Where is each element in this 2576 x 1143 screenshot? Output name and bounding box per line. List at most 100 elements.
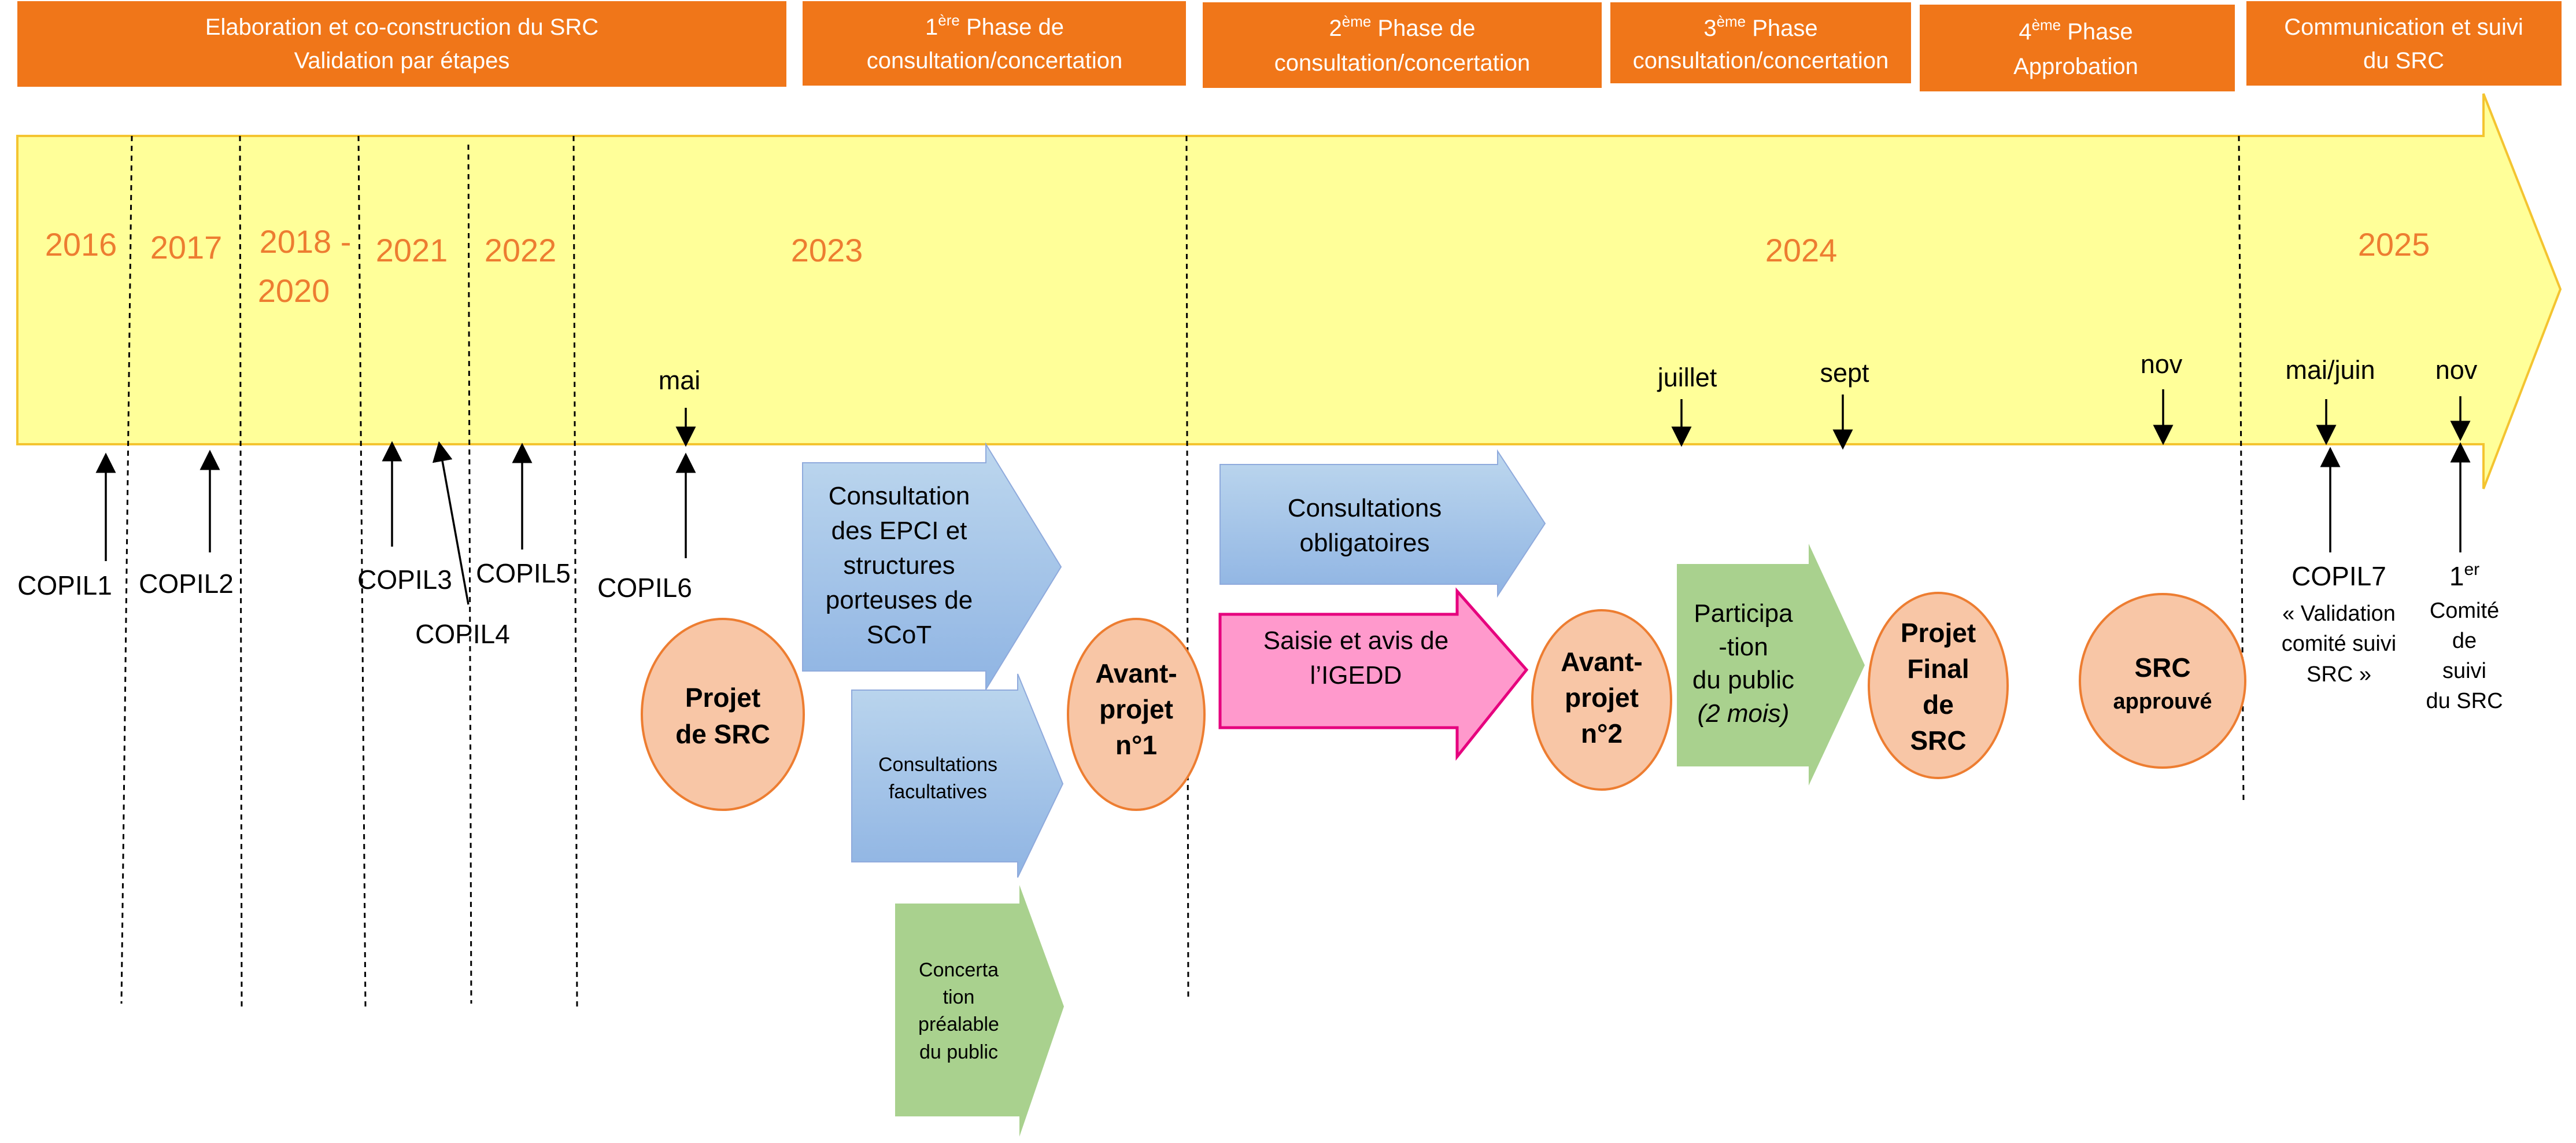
copil-4: COPIL4 [415,619,510,649]
phase-5-line2: Approbation [2013,54,2138,79]
years: 2016 2017 2018 - 2020 2021 2022 2023 202… [45,223,2430,309]
arrow-consultation-epci: Consultation des EPCI et structures port… [802,442,1062,692]
milestone-projet-final: Projet Final de SRC [1868,592,2009,779]
svg-text:facultatives: facultatives [889,781,987,803]
arrow-participation-public: Participa -tion du public (2 mois) [1677,544,1865,786]
arrow-consultations-facultatives: Consultations facultatives [851,673,1064,878]
phase-1-line1: Elaboration et co-construction du SRC [205,14,598,40]
month-sept: sept [1820,358,1869,388]
milestone-avant-projet-1: Avant- projet n°1 [1067,618,1206,811]
phase-6-line2: du SRC [2363,48,2444,73]
month-mai-juin: mai/juin [2285,355,2375,385]
svg-text:porteuses de: porteuses de [826,586,973,614]
svg-text:obligatoires: obligatoires [1299,529,1429,557]
phase-1-line2: Validation par étapes [294,48,510,73]
year-2022: 2022 [485,232,557,268]
month-juillet: juillet [1657,363,1717,392]
svg-text:structures: structures [843,551,955,580]
phase-header-4: 3ème Phase consultation/concertation [1610,2,1911,83]
copil-1: COPIL1 [17,570,112,600]
copil-arrows [95,441,2471,605]
year-2018: 2018 - [260,223,352,260]
svg-text:(2 mois): (2 mois) [1698,699,1790,728]
svg-text:n°2: n°2 [1581,718,1623,749]
svg-text:Consultations: Consultations [878,754,997,776]
copil-5: COPIL5 [476,558,571,588]
month-nov: nov [2141,349,2183,379]
phase-6-line1: Communication et suivi [2284,14,2523,40]
month-arrows [675,389,2471,450]
svg-text:du public: du public [1692,666,1794,694]
year-2020: 2020 [258,272,330,309]
phase-header-3: 2ème Phase de consultation/concertation [1203,2,1602,88]
phase-header-2: 1ère Phase de consultation/concertation [803,1,1186,86]
arrow-saisie-igedd: Saisie et avis de l’IGEDD [1218,587,1529,761]
phase-2-line2: consultation/concertation [867,48,1123,73]
phase-header-6: Communication et suivi du SRC [2246,1,2562,86]
arrow-concertation-prealable: Concerta tion préalable du public [895,885,1064,1137]
copil-7: COPIL7 [2292,561,2386,591]
svg-text:approuvé: approuvé [2113,690,2212,714]
svg-text:l’IGEDD: l’IGEDD [1310,661,1402,690]
phase-4-line1: 3ème Phase [1703,13,1817,41]
milestone-projet-src: Projet de SRC [641,618,805,811]
copil-7-line1: « Validation [2282,602,2396,626]
svg-text:de: de [1923,690,1954,720]
svg-text:Avant-: Avant- [1561,647,1642,677]
svg-text:Projet: Projet [1901,618,1976,648]
phase-4-line2: consultation/concertation [1633,48,1889,73]
first-committee: 1er [2449,560,2479,591]
year-2023: 2023 [791,232,863,268]
phase-2-line1: 1ère Phase de [925,12,1064,40]
copil-3: COPIL3 [357,565,452,595]
copil-7-line3: SRC » [2307,662,2371,687]
svg-text:Final: Final [1907,654,1969,684]
svg-text:projet: projet [1099,694,1173,724]
svg-text:n°1: n°1 [1115,730,1157,760]
svg-text:préalable: préalable [918,1013,999,1035]
month-mai: mai [659,366,701,395]
phase-3-line1: 2ème Phase de [1329,13,1476,41]
svg-text:SCoT: SCoT [867,621,932,649]
svg-text:tion: tion [943,986,975,1008]
first-committee-line1: Comité [2430,599,2499,623]
year-2021: 2021 [376,232,448,268]
svg-text:Saisie et avis de: Saisie et avis de [1263,626,1448,655]
phase-3-line2: consultation/concertation [1274,50,1531,76]
timeline-arrow [16,93,2562,489]
milestone-src-approuve: SRC approuvé [2079,593,2246,769]
copil-7-line2: comité suivi [2282,632,2397,656]
milestone-avant-projet-2: Avant- projet n°2 [1531,609,1672,791]
year-2025: 2025 [2358,226,2430,263]
first-committee-line4: du SRC [2426,689,2503,713]
months: mai juillet sept nov mai/juin nov [659,349,2478,395]
first-committee-line2: de [2452,629,2477,653]
svg-text:Participa: Participa [1694,599,1793,628]
first-committee-line3: suivi [2442,659,2486,683]
svg-text:Concerta: Concerta [919,959,999,981]
month-nov-2025: nov [2435,355,2478,385]
svg-text:projet: projet [1565,683,1639,713]
phase-header-5: 4ème Phase Approbation [1920,5,2235,91]
year-2024: 2024 [1765,232,1838,268]
svg-text:de SRC: de SRC [675,719,770,749]
copil-6: COPIL6 [597,573,692,603]
phase-5-line1: 4ème Phase [2019,16,2133,45]
svg-text:-tion: -tion [1718,633,1768,661]
copil-2: COPIL2 [139,569,234,599]
svg-text:des EPCI et: des EPCI et [831,517,967,545]
year-2017: 2017 [150,229,223,266]
svg-text:Avant-: Avant- [1095,658,1177,688]
year-2016: 2016 [45,226,117,263]
svg-text:SRC: SRC [1910,725,1966,755]
svg-text:Consultation: Consultation [829,482,970,510]
svg-text:SRC: SRC [2134,652,2190,683]
svg-text:Projet: Projet [685,683,760,713]
arrow-consultations-obligatoires: Consultations obligatoires [1219,449,1546,598]
svg-text:du public: du public [919,1041,998,1063]
year-separators [120,135,2245,1007]
phase-header-1: Elaboration et co-construction du SRC Va… [17,1,786,87]
copil-labels: COPIL1 COPIL2 COPIL3 COPIL4 COPIL5 COPIL… [17,558,2503,713]
